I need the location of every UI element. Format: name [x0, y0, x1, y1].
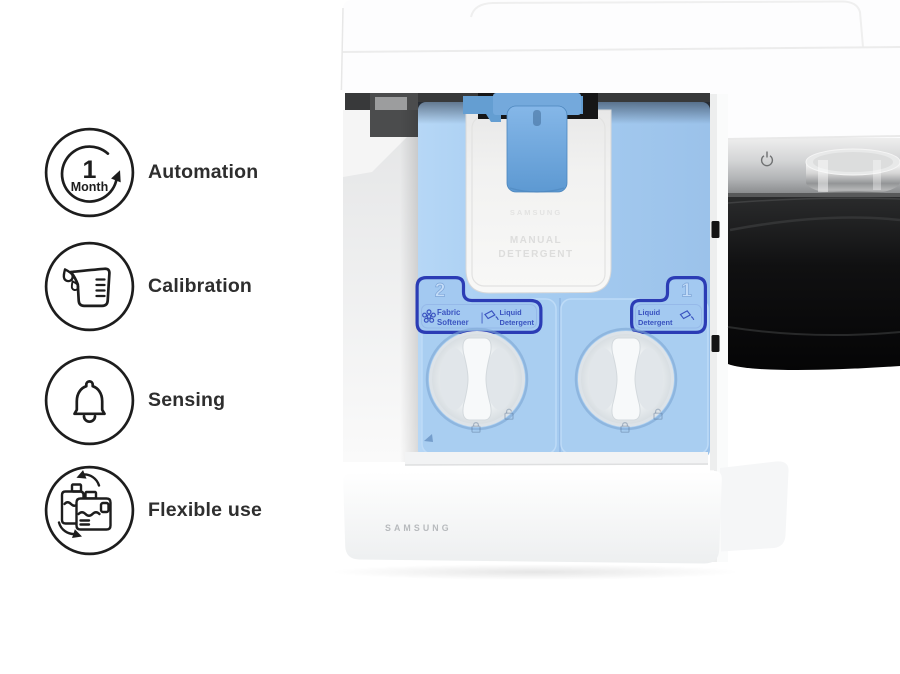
feature-sensing: Sensing — [44, 355, 225, 446]
liquid-detergent-pour-icon — [679, 310, 695, 321]
padlock-locked-icon — [471, 422, 481, 433]
samsung-logo: SAMSUNG — [385, 523, 452, 533]
compartment-2-label: 2 Fabric Softener | Liquid Detergent — [415, 276, 543, 334]
padlock-locked-icon — [620, 422, 630, 433]
floor-shadow — [330, 564, 740, 580]
washer-body-panel — [341, 0, 900, 141]
detergent-flap — [506, 105, 568, 193]
feature-label-sensing: Sensing — [148, 389, 226, 411]
label-separator: | — [480, 310, 483, 324]
arrowhead — [76, 470, 87, 479]
one-month-cycle-icon: 1 Month — [44, 127, 135, 218]
latch-slot — [711, 335, 720, 352]
dosing-cap-right — [574, 327, 678, 433]
manual-detergent-label-line1: MANUAL — [510, 235, 562, 246]
bell-icon — [44, 355, 135, 446]
washer-left-edge — [340, 7, 344, 91]
compartment-embossed-brand: SAMSUNG — [510, 208, 562, 217]
cap-handle — [611, 337, 641, 421]
compartment-1-number: 1 — [681, 281, 692, 302]
compartment-1-item-line2: Detergent — [638, 318, 673, 327]
feature-list: 1 Month Automation Calibration — [0, 0, 330, 674]
washer-lid-seam — [470, 0, 864, 48]
compartment-2-item1-line2: Softener — [437, 318, 469, 327]
drawer-front-panel: SAMSUNG — [330, 452, 789, 580]
compartment-1-item-line1: Liquid — [638, 308, 661, 317]
manual-detergent-label-line2: DETERGENT — [498, 249, 573, 260]
cap-handle — [462, 337, 492, 421]
arrowhead — [111, 170, 121, 183]
corner-arrow-mark — [424, 434, 433, 442]
washer-door — [727, 197, 900, 370]
latch-slot — [711, 221, 720, 238]
power-icon — [760, 151, 774, 167]
manual-detergent-compartment: SAMSUNG MANUAL DETERGENT — [465, 109, 612, 294]
feature-automation: 1 Month Automation — [44, 127, 258, 218]
icon-text-month: Month — [71, 180, 108, 194]
padlock-unlocked-icon — [653, 408, 663, 420]
droplet-icon — [62, 268, 74, 283]
feature-label-flexible-use: Flexible use — [148, 499, 263, 521]
fabric-softener-icon — [422, 309, 436, 323]
washer-product-render: SAMSUNG MANUAL DETERGENT 2 Fabric — [330, 0, 900, 580]
feature-label-calibration: Calibration — [148, 275, 253, 297]
drawer-side-wall — [710, 94, 728, 562]
padlock-unlocked-icon — [504, 408, 514, 420]
icon-text-one: 1 — [83, 156, 97, 184]
arrowhead — [72, 529, 83, 539]
compartment-2-number: 2 — [435, 281, 446, 302]
control-panel — [727, 135, 900, 201]
measuring-cup-droplets-icon — [44, 241, 135, 332]
detergent-bottles-cycle-icon — [44, 465, 135, 556]
feature-calibration: Calibration — [44, 241, 252, 332]
feature-flexible-use: Flexible use — [44, 465, 262, 556]
feature-label-automation: Automation — [148, 161, 259, 183]
compartment-1-label: 1 Liquid Detergent — [630, 276, 707, 334]
droplet-icon-small — [70, 280, 80, 291]
liquid-detergent-pour-icon — [484, 310, 499, 321]
compartment-2-item1-line1: Fabric — [437, 308, 461, 317]
compartment-2-item2-line2: Detergent — [500, 318, 535, 327]
compartment-2-item2-line1: Liquid — [500, 308, 523, 317]
dosing-cap-left — [425, 327, 529, 433]
washer-panel-seam — [341, 46, 900, 53]
